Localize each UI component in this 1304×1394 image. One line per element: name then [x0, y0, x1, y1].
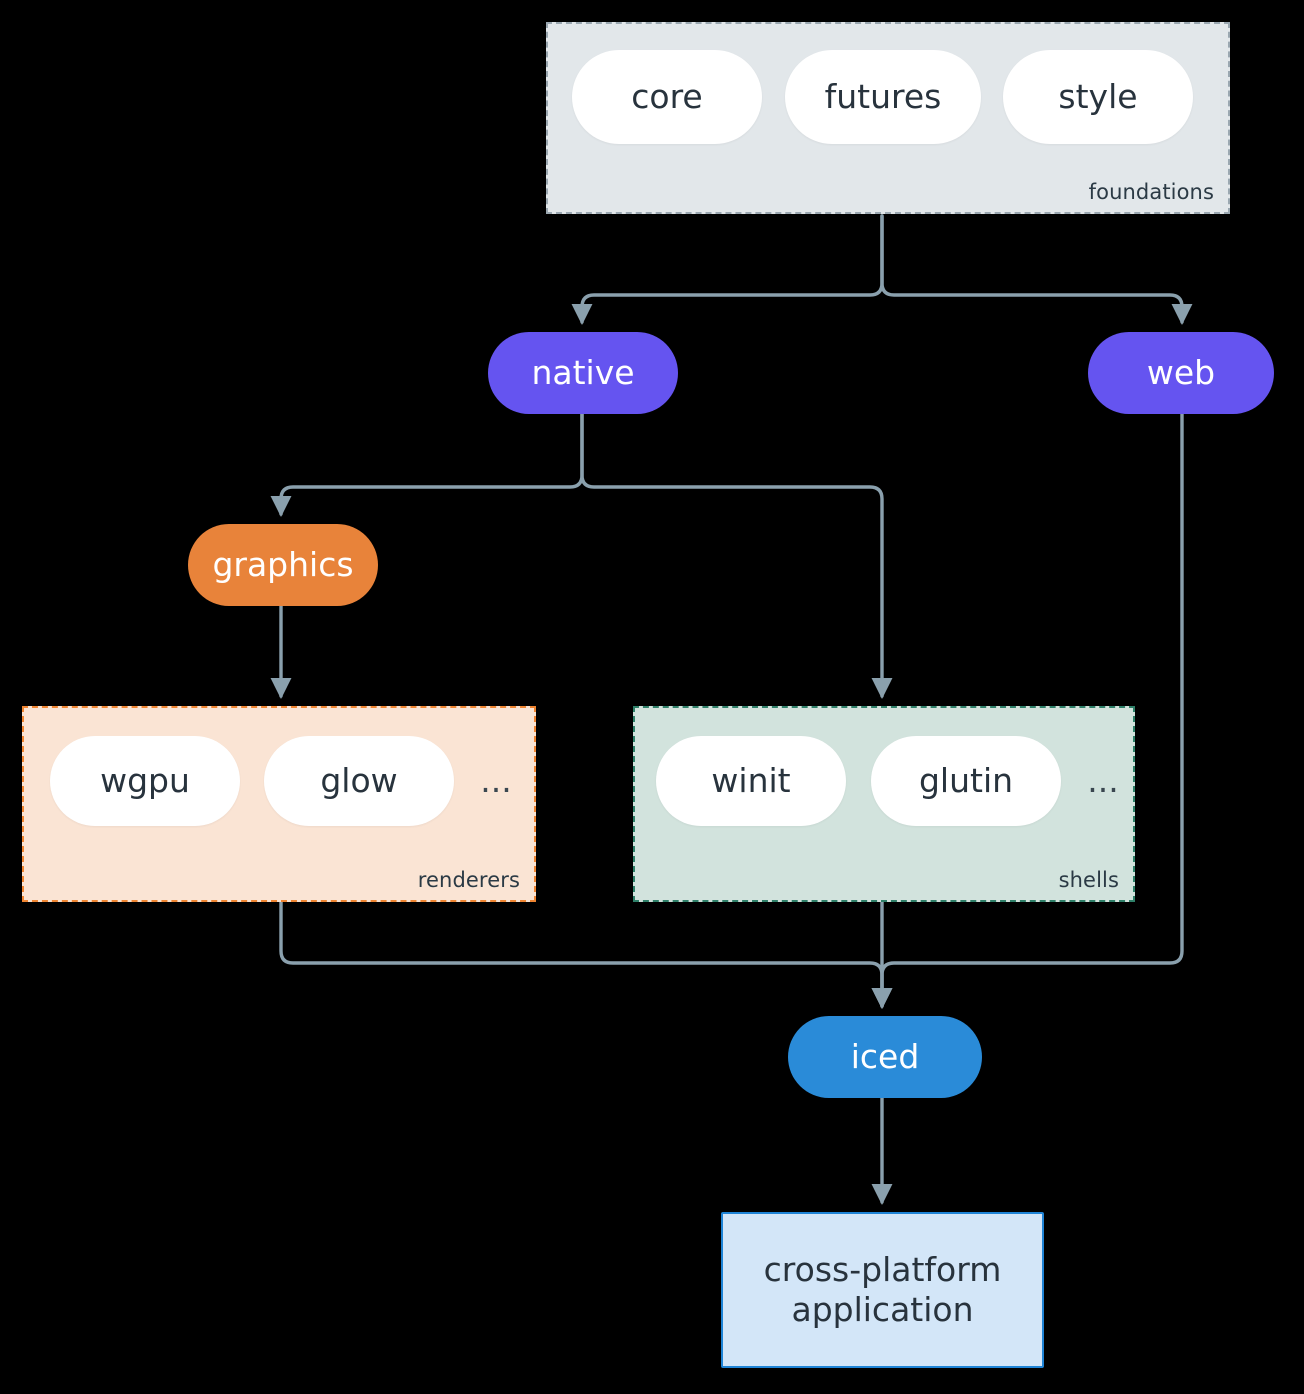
node-glutin[interactable]: glutin: [871, 736, 1061, 826]
application-line-2: application: [791, 1290, 974, 1329]
node-core[interactable]: core: [572, 50, 762, 144]
node-shells-ellipsis: ...: [1087, 760, 1119, 800]
node-winit[interactable]: winit: [656, 736, 846, 826]
node-graphics[interactable]: graphics: [188, 524, 378, 606]
edge-foundations-native: [571, 214, 884, 325]
edge-native-shells: [580, 412, 893, 699]
edge-native-graphics: [270, 412, 584, 517]
cluster-foundations-label: foundations: [1088, 180, 1214, 204]
node-style[interactable]: style: [1003, 50, 1193, 144]
node-iced[interactable]: iced: [788, 1016, 982, 1098]
cluster-renderers-label: renderers: [417, 868, 520, 892]
node-cross-platform-application[interactable]: cross-platform application: [721, 1212, 1044, 1368]
node-futures[interactable]: futures: [785, 50, 981, 144]
application-line-1: cross-platform: [763, 1249, 1002, 1289]
cluster-shells-label: shells: [1058, 868, 1119, 892]
edge-foundations-web: [880, 214, 1193, 325]
node-glow[interactable]: glow: [264, 736, 454, 826]
node-native[interactable]: native: [488, 332, 678, 414]
node-wgpu[interactable]: wgpu: [50, 736, 240, 826]
edge-renderers-iced: [279, 900, 893, 1009]
node-web[interactable]: web: [1088, 332, 1274, 414]
node-renderers-ellipsis: ...: [480, 760, 512, 800]
